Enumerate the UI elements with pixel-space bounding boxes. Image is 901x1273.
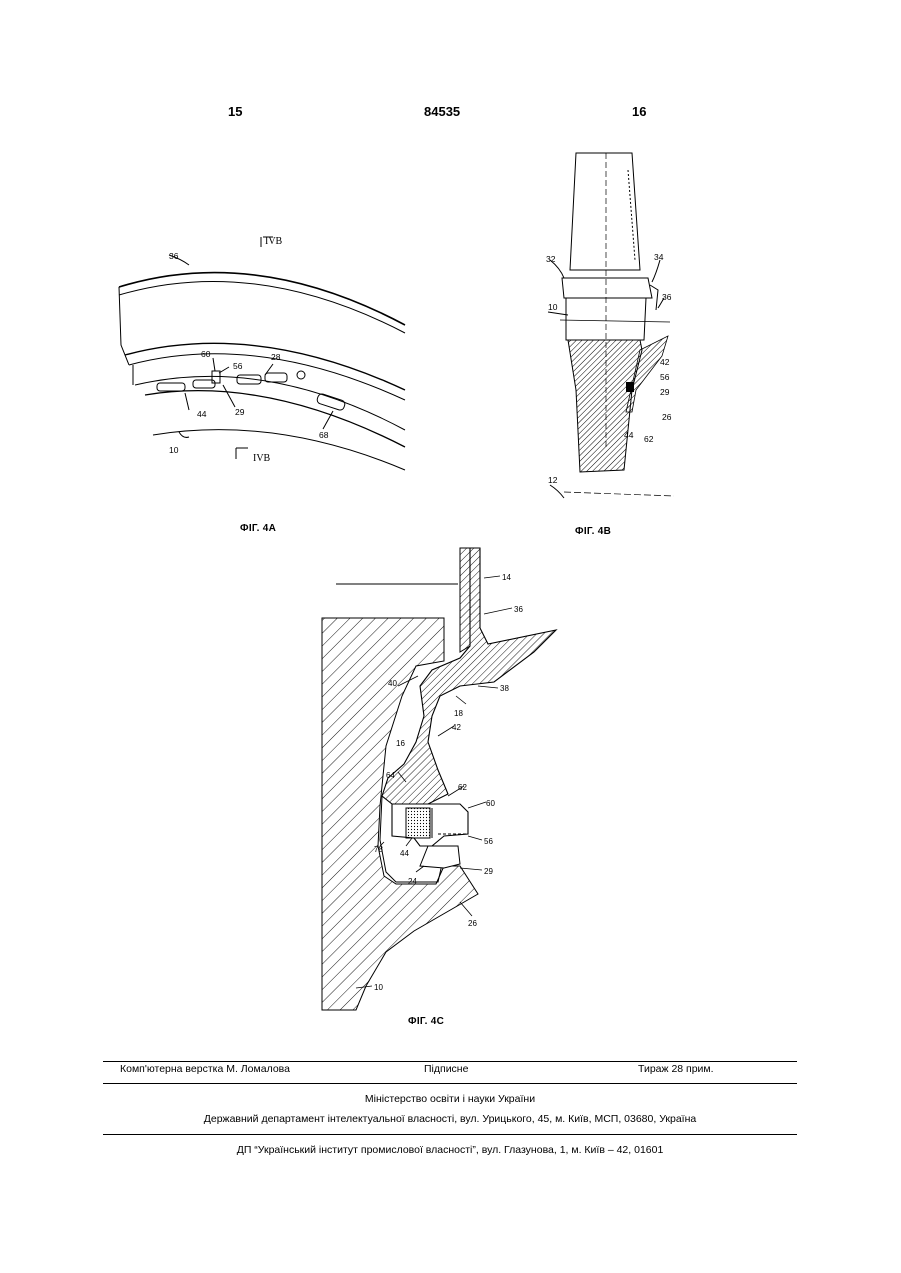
fig4c-label-78: 78 xyxy=(374,845,383,854)
figure-4a-caption: ФІГ. 4А xyxy=(240,523,276,534)
fig4b-label-56: 56 xyxy=(660,372,670,382)
fig4b-label-10: 10 xyxy=(548,302,558,312)
fig4a-label-ivb-bottom: IVB xyxy=(253,453,271,464)
department-line: Державний департамент інтелектуальної вл… xyxy=(103,1113,797,1125)
fig4b-label-62: 62 xyxy=(644,434,654,444)
fig4c-label-14: 14 xyxy=(502,573,511,582)
figure-4c-caption: ФІГ. 4С xyxy=(408,1016,444,1027)
fig4a-label-68: 68 xyxy=(319,430,329,440)
fig4c-label-40: 40 xyxy=(388,679,397,688)
fig4c-label-38: 38 xyxy=(500,684,509,693)
fig4b-label-32: 32 xyxy=(546,254,556,264)
fig4b-label-44: 44 xyxy=(624,430,634,440)
fig4a-label-56: 56 xyxy=(233,361,243,371)
fig4b-label-34: 34 xyxy=(654,252,664,262)
fig4b-label-29: 29 xyxy=(660,387,670,397)
fig4b-label-36: 36 xyxy=(662,292,672,302)
fig4c-label-24: 24 xyxy=(408,877,417,886)
typesetting-credit: Комп'ютерна верстка М. Ломалова xyxy=(120,1063,290,1075)
figure-4c-drawing: 14 36 40 38 18 42 16 64 62 60 78 44 56 2… xyxy=(320,546,565,1016)
fig4c-label-26: 26 xyxy=(468,919,477,928)
page-number-right: 16 xyxy=(632,104,646,119)
footer-divider-2 xyxy=(103,1083,797,1084)
ministry-line: Міністерство освіти і науки України xyxy=(103,1093,797,1105)
fig4c-label-18: 18 xyxy=(454,709,463,718)
footer-divider-3 xyxy=(103,1134,797,1135)
fig4b-label-26: 26 xyxy=(662,412,672,422)
fig4c-label-36: 36 xyxy=(514,605,523,614)
fig4c-label-56: 56 xyxy=(484,837,493,846)
publisher-line: ДП “Український інститут промислової вла… xyxy=(103,1144,797,1156)
fig4c-label-64: 64 xyxy=(386,771,395,780)
fig4a-label-29: 29 xyxy=(235,407,245,417)
fig4a-label-10: 10 xyxy=(169,445,179,455)
fig4c-label-44: 44 xyxy=(400,849,409,858)
fig4c-label-62: 62 xyxy=(458,783,467,792)
fig4c-label-42: 42 xyxy=(452,723,461,732)
fig4b-label-42: 42 xyxy=(660,357,670,367)
footer-divider-1 xyxy=(103,1061,797,1062)
fig4a-label-60: 60 xyxy=(201,349,211,359)
signed-label: Підписне xyxy=(424,1063,468,1075)
fig4c-label-29: 29 xyxy=(484,867,493,876)
fig4a-label-36: 36 xyxy=(169,251,179,261)
fig4c-label-16: 16 xyxy=(396,739,405,748)
figure-4a-drawing: 36 IVB 60 56 28 44 29 68 10 IVB xyxy=(105,225,415,485)
fig4a-label-ivb-top: IVB xyxy=(265,236,283,247)
fig4a-label-44: 44 xyxy=(197,409,207,419)
fig4b-label-12: 12 xyxy=(548,475,558,485)
fig4a-label-28: 28 xyxy=(271,352,281,362)
page-number-left: 15 xyxy=(228,104,242,119)
circulation-label: Тираж 28 прим. xyxy=(638,1063,714,1075)
figure-4b-drawing: 32 34 36 10 42 56 29 26 44 62 12 xyxy=(540,150,690,505)
fig4c-label-10: 10 xyxy=(374,983,383,992)
patent-number: 84535 xyxy=(424,104,460,119)
figure-4b-caption: ФІГ. 4В xyxy=(575,526,611,537)
fig4c-label-60: 60 xyxy=(486,799,495,808)
